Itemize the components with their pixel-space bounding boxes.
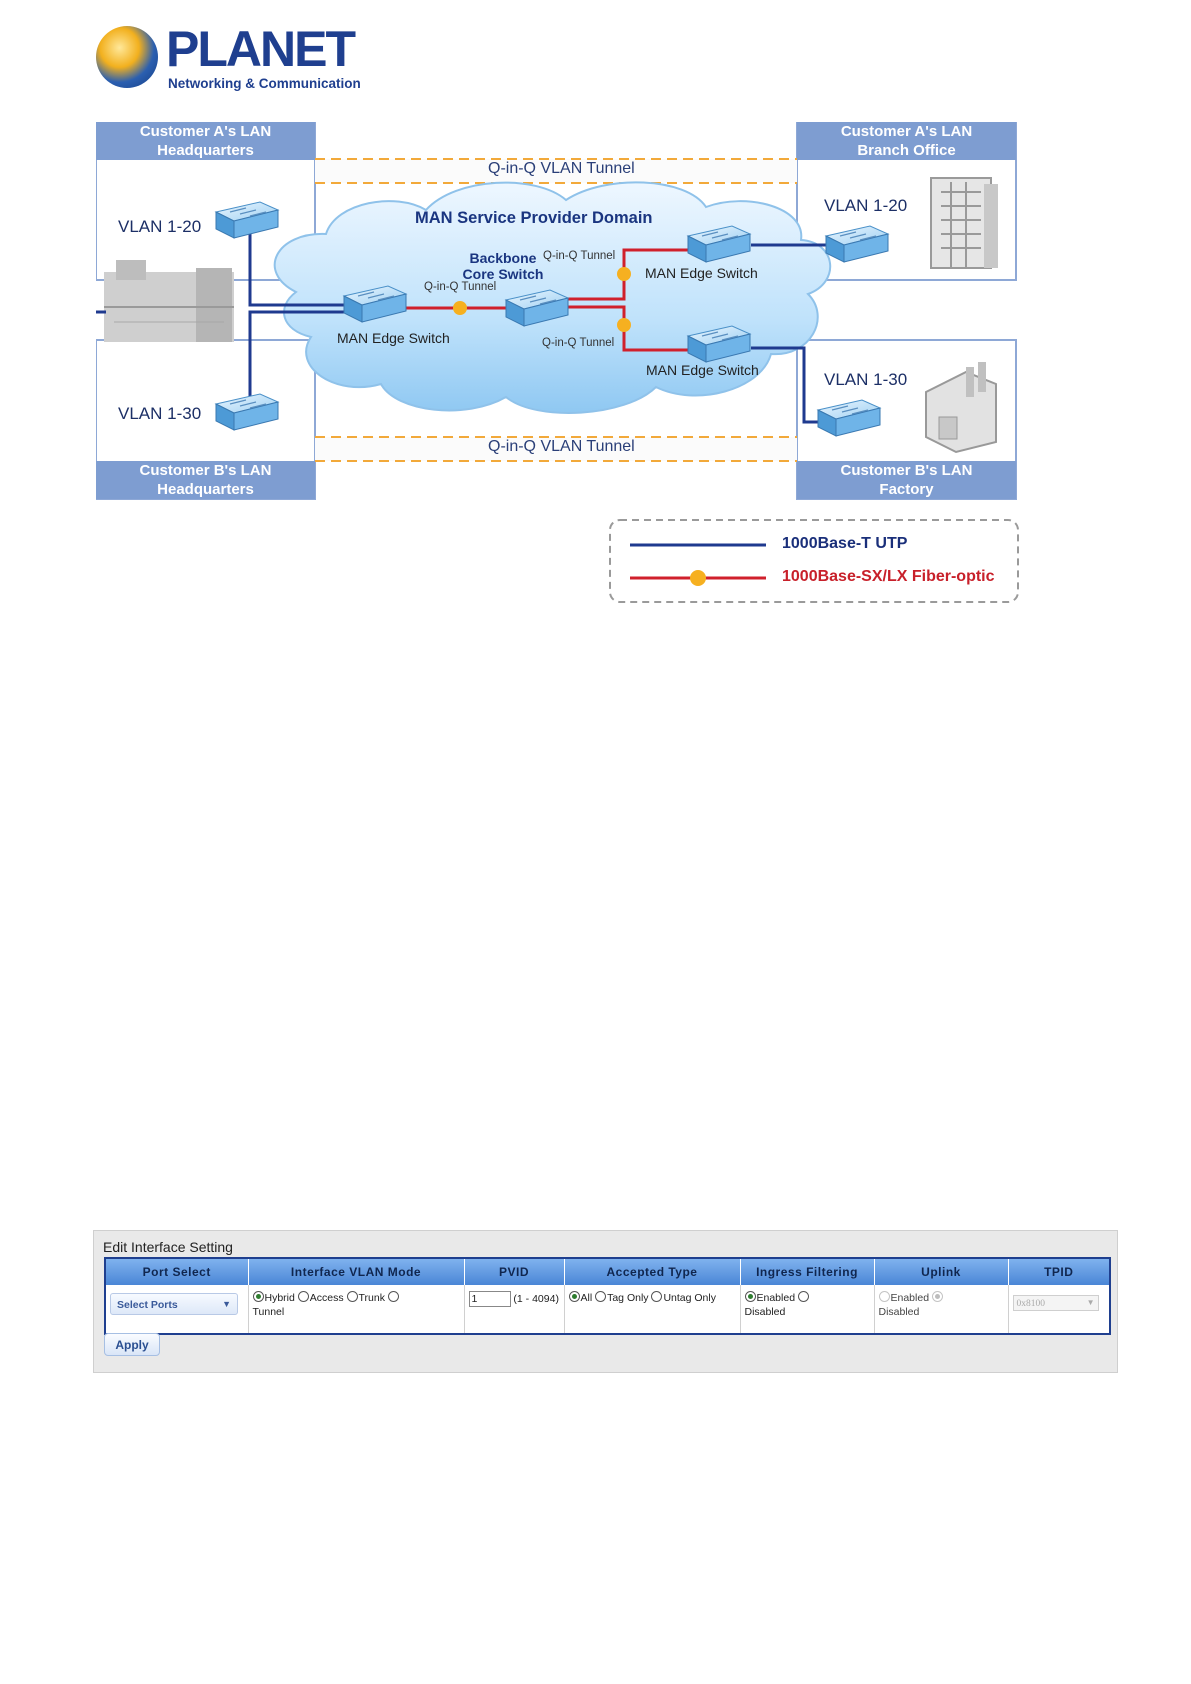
label-tag-only: Tag Only	[607, 1292, 649, 1304]
planet-logo: PLANET Networking & Communication	[96, 21, 361, 94]
radio-ingress-disabled[interactable]	[797, 1291, 809, 1302]
cell-vlan-mode: Hybrid Access Trunk Tunnel	[248, 1285, 465, 1334]
chevron-down-icon: ▼	[1086, 1298, 1095, 1307]
edge-switch-label-left: MAN Edge Switch	[337, 330, 450, 346]
label-all: All	[580, 1292, 593, 1304]
tunnel-label-top: Q-in-Q VLAN Tunnel	[488, 160, 635, 177]
legend-fiber-label: 1000Base-SX/LX Fiber-optic	[782, 568, 995, 585]
core-switch-label: Backbone Core Switch	[462, 250, 544, 282]
header-tpid: TPID	[1008, 1258, 1111, 1285]
pvid-range: (1 - 4094)	[513, 1292, 559, 1305]
panel-title: Edit Interface Setting	[103, 1239, 233, 1255]
pvid-input[interactable]: 1	[468, 1291, 511, 1307]
vlan-label-bottom-left: VLAN 1-30	[118, 404, 202, 423]
port-select-dropdown[interactable]: Select Ports ▼	[110, 1293, 238, 1315]
office-building-icon	[930, 177, 998, 269]
tunnel-label-bottom: Q-in-Q VLAN Tunnel	[488, 438, 635, 455]
interface-setting-table: Port Select Interface VLAN Mode PVID Acc…	[104, 1257, 1111, 1335]
radio-tunnel[interactable]	[387, 1291, 399, 1302]
header-accepted-type: Accepted Type	[564, 1258, 741, 1285]
diagram-graphics	[96, 122, 1019, 603]
table-header-row: Port Select Interface VLAN Mode PVID Acc…	[105, 1258, 1111, 1285]
radio-hybrid[interactable]	[252, 1291, 264, 1302]
qinq-label-left: Q-in-Q Tunnel	[424, 281, 497, 293]
header-uplink: Uplink	[874, 1258, 1009, 1285]
header-vlan-mode: Interface VLAN Mode	[248, 1258, 465, 1285]
globe-logo-icon	[96, 26, 158, 88]
qinq-label-lower: Q-in-Q Tunnel	[542, 337, 615, 349]
label-untag-only: Untag Only	[663, 1292, 716, 1304]
cell-tpid: 0x8100 ▼	[1008, 1285, 1111, 1334]
tunnel-top	[315, 158, 797, 184]
box-title-top-right: Customer A's LAN Branch Office	[840, 123, 973, 159]
fiber-connector-icon	[617, 318, 631, 332]
cell-ingress-filtering: Enabled Disabled	[740, 1285, 875, 1334]
vlan-label-bottom-right: VLAN 1-30	[824, 370, 908, 389]
utp-links	[96, 232, 826, 424]
vlan-label-top-left: VLAN 1-20	[118, 217, 202, 236]
tpid-select[interactable]: 0x8100 ▼	[1012, 1295, 1099, 1311]
table-row: Select Ports ▼ Hybrid Access Trunk Tunne…	[105, 1285, 1111, 1334]
label-trunk: Trunk	[358, 1292, 385, 1304]
label-uplink-disabled: Disabled	[878, 1306, 920, 1318]
box-title-bottom-right: Customer B's LAN Factory	[840, 462, 973, 498]
radio-all[interactable]	[568, 1291, 580, 1302]
edge-switch-label-top-right: MAN Edge Switch	[645, 265, 758, 281]
factory-icon	[925, 362, 997, 454]
header-ingress-filtering: Ingress Filtering	[740, 1258, 875, 1285]
label-access: Access	[309, 1292, 344, 1304]
logo-wordmark: PLANET	[166, 21, 356, 77]
radio-uplink-enabled[interactable]	[878, 1291, 890, 1302]
box-title-top-left: Customer A's LAN Headquarters	[139, 123, 272, 159]
vlan-label-top-right: VLAN 1-20	[824, 196, 908, 215]
logo-tagline: Networking & Communication	[168, 76, 361, 91]
fiber-connector-icon	[617, 267, 631, 281]
fiber-legend-connector-icon	[690, 570, 706, 586]
label-ingress-disabled: Disabled	[744, 1306, 786, 1318]
cell-accepted-type: All Tag Only Untag Only	[564, 1285, 741, 1334]
radio-uplink-disabled[interactable]	[931, 1291, 943, 1302]
radio-tag-only[interactable]	[595, 1291, 607, 1302]
radio-access[interactable]	[297, 1291, 309, 1302]
edit-interface-setting-panel: Edit Interface Setting Port Select Inter…	[93, 1230, 1118, 1373]
box-bottom-left	[96, 339, 316, 500]
cell-port-select: Select Ports ▼	[105, 1285, 249, 1334]
label-ingress-enabled: Enabled	[756, 1292, 796, 1304]
legend-utp-label: 1000Base-T UTP	[782, 535, 908, 552]
fiber-connector-icon	[453, 301, 467, 315]
label-tunnel: Tunnel	[252, 1306, 285, 1318]
header-port-select: Port Select	[105, 1258, 249, 1285]
box-top-left	[96, 122, 316, 281]
label-uplink-enabled: Enabled	[890, 1292, 930, 1304]
edge-switch-label-bottom-right: MAN Edge Switch	[646, 362, 759, 378]
apply-button[interactable]: Apply	[104, 1333, 160, 1356]
box-title-bottom-left: Customer B's LAN Headquarters	[139, 462, 272, 498]
qinq-label-upper: Q-in-Q Tunnel	[543, 250, 616, 262]
radio-untag-only[interactable]	[651, 1291, 663, 1302]
cell-uplink: Enabled Disabled	[874, 1285, 1009, 1334]
radio-ingress-enabled[interactable]	[744, 1291, 756, 1302]
port-select-label: Select Ports	[117, 1299, 178, 1311]
header-pvid: PVID	[464, 1258, 565, 1285]
tpid-value: 0x8100	[1016, 1299, 1046, 1309]
domain-title: MAN Service Provider Domain	[415, 209, 653, 227]
label-hybrid: Hybrid	[264, 1292, 295, 1304]
radio-trunk[interactable]	[346, 1291, 358, 1302]
legend-box	[609, 519, 1019, 603]
cell-pvid: 1 (1 - 4094)	[464, 1285, 565, 1334]
hq-building-icon	[104, 260, 234, 342]
qinq-network-diagram: Customer A's LAN Headquarters Customer A…	[96, 122, 1106, 652]
chevron-down-icon: ▼	[222, 1299, 231, 1309]
tunnel-bottom	[315, 436, 797, 462]
